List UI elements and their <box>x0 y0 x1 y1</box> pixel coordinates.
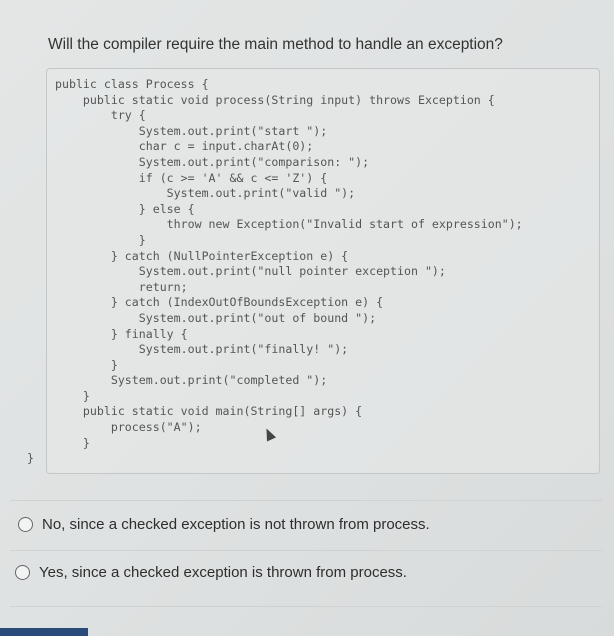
code-line: try { <box>55 108 146 123</box>
code-line: System.out.print("valid "); <box>55 186 356 201</box>
code-line: System.out.print("null pointer exception… <box>55 264 446 279</box>
code-line: } else { <box>55 201 195 216</box>
code-line: System.out.print("out of bound "); <box>55 310 377 325</box>
code-block: public class Process { public static voi… <box>27 68 600 474</box>
code-line: } <box>55 435 90 450</box>
code-line: } <box>27 451 34 466</box>
code-line: } <box>55 388 90 403</box>
code-line: } catch (IndexOutOfBoundsException e) { <box>55 295 384 310</box>
code-line: } finally { <box>55 326 188 341</box>
code-line: public static void main(String[] args) { <box>55 404 363 419</box>
divider <box>10 550 602 551</box>
option-no[interactable]: No, since a checked exception is not thr… <box>18 516 430 533</box>
code-line: if (c >= 'A' && c <= 'Z') { <box>55 170 328 185</box>
code-line: } <box>55 357 118 372</box>
question-text: Will the compiler require the main metho… <box>48 36 503 53</box>
code-line: System.out.print("completed "); <box>55 373 328 388</box>
option-label: Yes, since a checked exception is thrown… <box>39 564 407 581</box>
code-line: System.out.print("finally! "); <box>55 342 349 357</box>
code-line: process("A"); <box>55 420 202 435</box>
code-line: public class Process { <box>55 77 209 91</box>
bottom-button-bar[interactable] <box>0 628 88 636</box>
code-line: throw new Exception("Invalid start of ex… <box>55 217 523 232</box>
code-line: public static void process(String input)… <box>55 92 495 107</box>
code-line: return; <box>55 279 188 294</box>
code-line: } catch (NullPointerException e) { <box>55 248 349 263</box>
option-label: No, since a checked exception is not thr… <box>42 516 430 533</box>
code-line: char c = input.charAt(0); <box>55 139 314 154</box>
radio-button-icon[interactable] <box>18 517 33 532</box>
radio-button-icon[interactable] <box>15 565 30 580</box>
option-yes[interactable]: Yes, since a checked exception is thrown… <box>15 564 407 581</box>
code-line: System.out.print("comparison: "); <box>55 154 370 169</box>
divider <box>10 606 602 607</box>
divider <box>10 500 602 501</box>
code-listing: public class Process { public static voi… <box>27 77 523 467</box>
code-line: System.out.print("start "); <box>55 123 328 138</box>
code-line: } <box>55 232 146 247</box>
